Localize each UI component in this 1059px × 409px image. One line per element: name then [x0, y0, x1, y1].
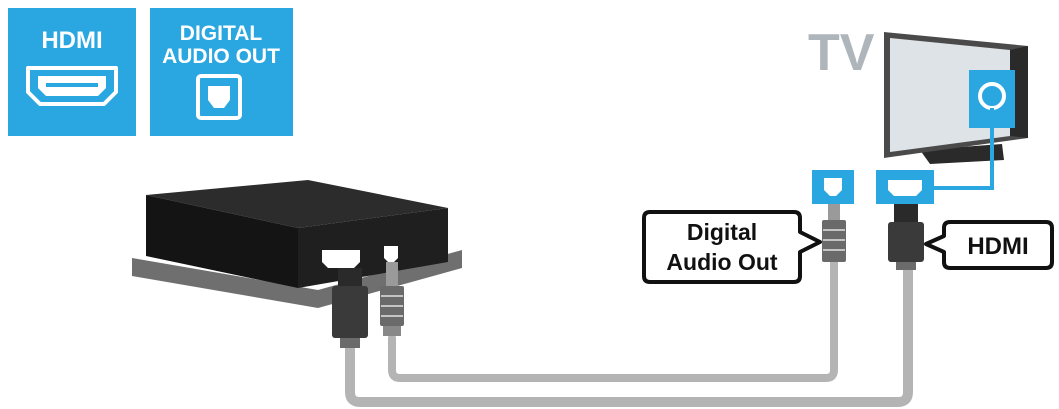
box-optical-plug: [380, 262, 404, 336]
tv-hdmi-plug: [888, 204, 924, 270]
legend-hdmi: HDMI: [8, 8, 136, 136]
tv-port-link-line: [932, 108, 994, 190]
tv-optical-plug: [822, 204, 846, 262]
legend-audio-out-label: AUDIO OUT: [162, 45, 280, 68]
set-top-box-left-face: [146, 195, 298, 288]
legend-hdmi-label: HDMI: [41, 27, 102, 54]
legend-digital-audio-out: DIGITAL AUDIO OUT: [150, 8, 293, 136]
set-top-box-top: [146, 180, 448, 228]
set-top-box: [132, 180, 462, 308]
box-hdmi-plug: [332, 268, 368, 348]
callout-hdmi-label: HDMI: [967, 233, 1028, 260]
hdmi-cable: [345, 257, 913, 407]
tv-optical-port-badge: [812, 170, 854, 204]
tv-label: TV: [808, 24, 875, 82]
callout-audio-out-label: Audio Out: [666, 249, 777, 275]
legend-digital-audio-out-tile: [150, 8, 293, 136]
callout-hdmi: HDMI: [924, 220, 1054, 270]
callout-digital-label: Digital: [687, 219, 757, 245]
cables: [345, 254, 913, 407]
box-hdmi-port-icon: [322, 250, 360, 268]
legend-digital-label: DIGITAL: [180, 22, 263, 45]
optical-port-icon: [196, 74, 242, 120]
tv: [884, 32, 1028, 164]
callout-digital-audio-out: Digital Audio Out: [642, 210, 822, 284]
box-optical-port-icon: [384, 246, 398, 262]
tv-optical-port-icon: [824, 178, 842, 196]
hdmi-port-icon: [26, 66, 118, 106]
optical-cable: [388, 254, 838, 382]
tv-hdmi-port-badge: [876, 170, 934, 204]
tv-hdmi-port-icon: [888, 180, 922, 196]
